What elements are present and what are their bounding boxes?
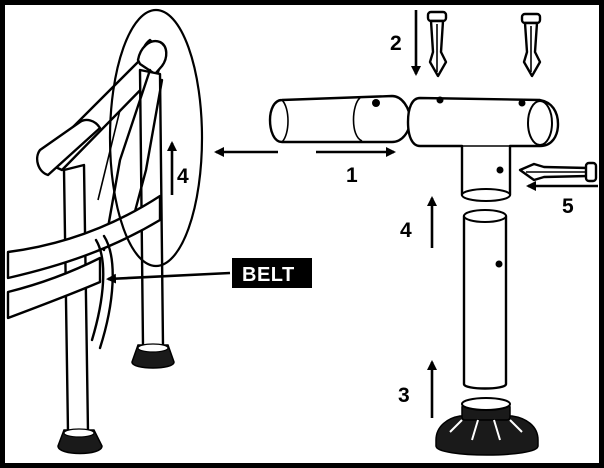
foot-cap xyxy=(435,397,539,456)
belt-band xyxy=(6,194,162,280)
front-leg xyxy=(62,163,90,434)
side-pin xyxy=(518,161,598,183)
step-4-left-label: 4 xyxy=(177,165,189,188)
step-4-tube-label: 4 xyxy=(400,219,412,242)
assembled-frame-illustration: 4 BELT xyxy=(6,8,312,455)
corner-elbow xyxy=(136,39,168,76)
pipe-segment-illustration: 1 xyxy=(214,94,412,187)
detail-highlight-oval xyxy=(108,8,204,268)
step-5-label: 5 xyxy=(562,195,574,218)
horizontal-pipe xyxy=(268,94,412,144)
step-1-label: 1 xyxy=(346,164,358,187)
strap-line-a xyxy=(102,68,152,252)
belt-arrow xyxy=(106,271,231,284)
rail-end-joint xyxy=(36,118,102,177)
clip-pin-left xyxy=(426,10,448,78)
belt-fold xyxy=(90,238,105,342)
belt-label: BELT xyxy=(242,264,295,286)
step-2-label: 2 xyxy=(390,32,402,55)
belt-band-lower xyxy=(6,256,102,320)
step-3-label: 3 xyxy=(398,384,410,407)
t-joint-assembly: 2 5 4 3 xyxy=(390,10,598,456)
clip-pin-right xyxy=(520,12,542,78)
vertical-tube xyxy=(462,214,508,390)
belt-label-box xyxy=(232,258,312,288)
